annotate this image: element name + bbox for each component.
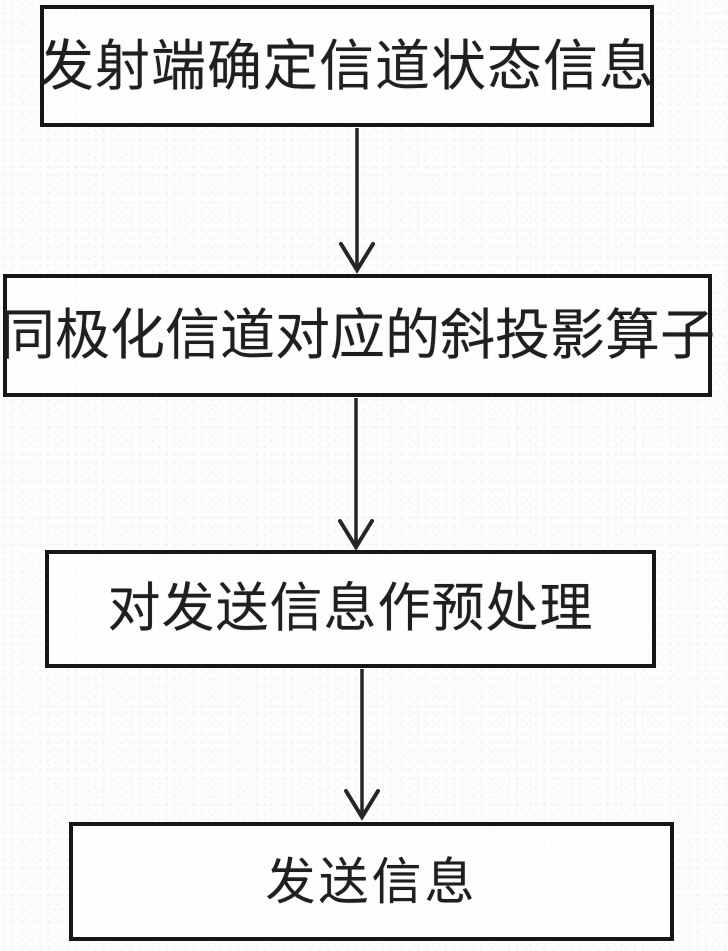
- flow-step-1-label: 发射端确定信道状态信息: [39, 35, 656, 97]
- flow-step-4: 发送信息: [69, 822, 674, 941]
- flow-step-1: 发射端确定信道状态信息: [39, 5, 656, 127]
- flow-step-3-label: 对发送信息作预处理: [107, 579, 594, 638]
- down-arrow-icon: [338, 398, 374, 551]
- flow-step-2: 同极化信道对应的斜投影算子: [0, 274, 716, 397]
- flow-step-3: 对发送信息作预处理: [45, 550, 656, 668]
- down-arrow-icon: [344, 669, 380, 821]
- flow-step-2-label: 同极化信道对应的斜投影算子: [0, 305, 716, 366]
- down-arrow-icon: [339, 128, 375, 274]
- flow-step-4-label: 发送信息: [265, 853, 478, 910]
